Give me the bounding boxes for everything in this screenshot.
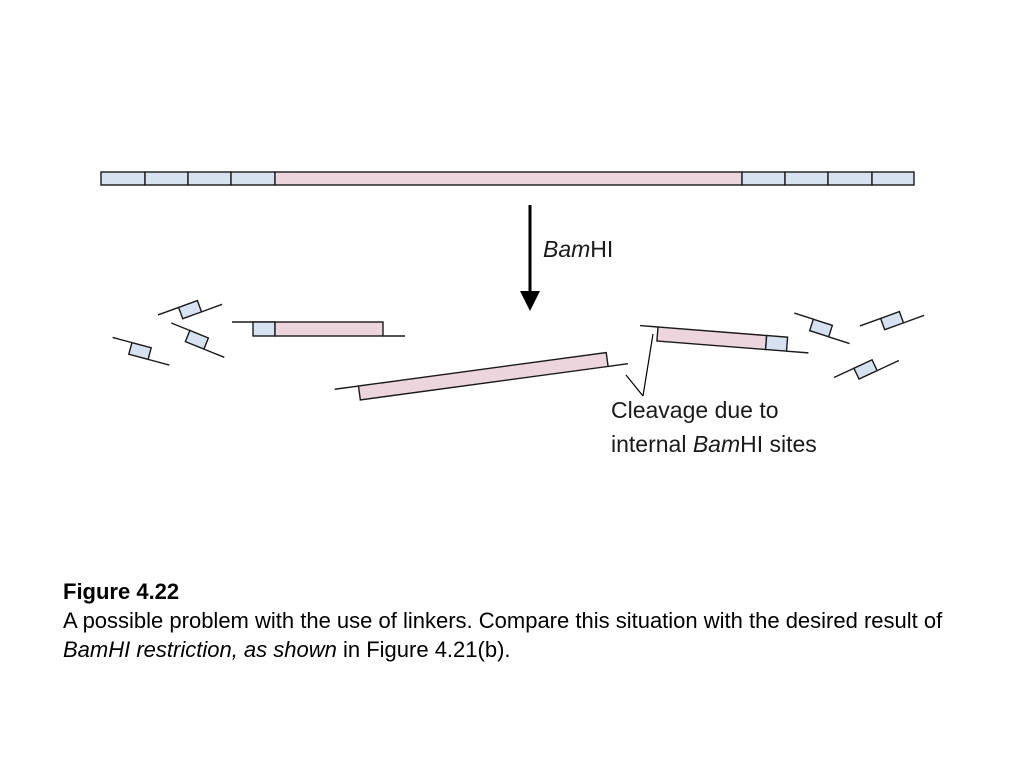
figure-caption: Figure 4.22 A possible problem with the … [63,577,963,664]
sticky-end-strand [903,314,925,324]
linker-segment [879,310,905,331]
insert-segment [274,321,384,337]
linker-segment [808,318,834,338]
linker-segment [127,341,153,361]
callout-line-2: internal BamHI sites [611,431,817,457]
linker-segment [764,334,789,352]
sticky-end-strand [859,317,881,327]
sticky-end-strand [334,385,359,390]
caption-body: A possible problem with the use of linke… [63,608,942,662]
insert-segment [274,171,743,186]
free-linker [157,299,223,320]
sticky-end-strand [828,336,850,345]
sticky-end-strand [607,363,628,368]
enzyme-label: BamHI [543,236,613,262]
linker-segment [252,321,276,337]
caption-title: Figure 4.22 [63,579,180,604]
sticky-end-strand [147,358,170,366]
left-fragment [232,321,405,337]
linker-segment [184,329,210,351]
sticky-end-strand [203,348,225,358]
right-fragment [640,324,809,354]
sticky-end-strand [876,359,900,372]
caption-text-1: A possible problem with the use of linke… [63,608,943,633]
free-linker [112,336,170,366]
free-linker [171,322,225,358]
sticky-end-strand [171,322,191,332]
linker-segment [177,299,203,320]
sticky-end-strand [786,350,809,354]
caption-text-2: in Figure 4.21(b). [336,637,511,662]
callout-line-1: Cleavage due to [611,397,779,423]
sticky-end-strand [157,306,179,316]
sticky-end-strand [794,312,814,320]
sticky-end-strand [201,303,223,313]
middle-fragment [334,351,628,401]
free-linker [859,310,925,331]
sticky-end-strand [833,367,855,379]
linker-segment [100,171,146,186]
sticky-end-strand [640,324,659,328]
intact-dna-molecule [100,171,915,186]
linker-segment [853,358,879,381]
linker-segment [187,171,232,186]
linker-segment [144,171,189,186]
insert-segment [656,326,768,351]
callout-pointer [625,333,654,397]
insert-segment [357,351,609,401]
free-linker [833,358,900,381]
linker-segment [230,171,276,186]
caption-text-italic: BamHI restriction, as shown [63,637,337,662]
linker-segment [827,171,873,186]
linker-segment [741,171,786,186]
sticky-end-strand [112,336,133,344]
linker-segment [871,171,915,186]
linker-segment [784,171,829,186]
digestion-arrow [520,205,540,311]
free-linker [794,312,850,345]
